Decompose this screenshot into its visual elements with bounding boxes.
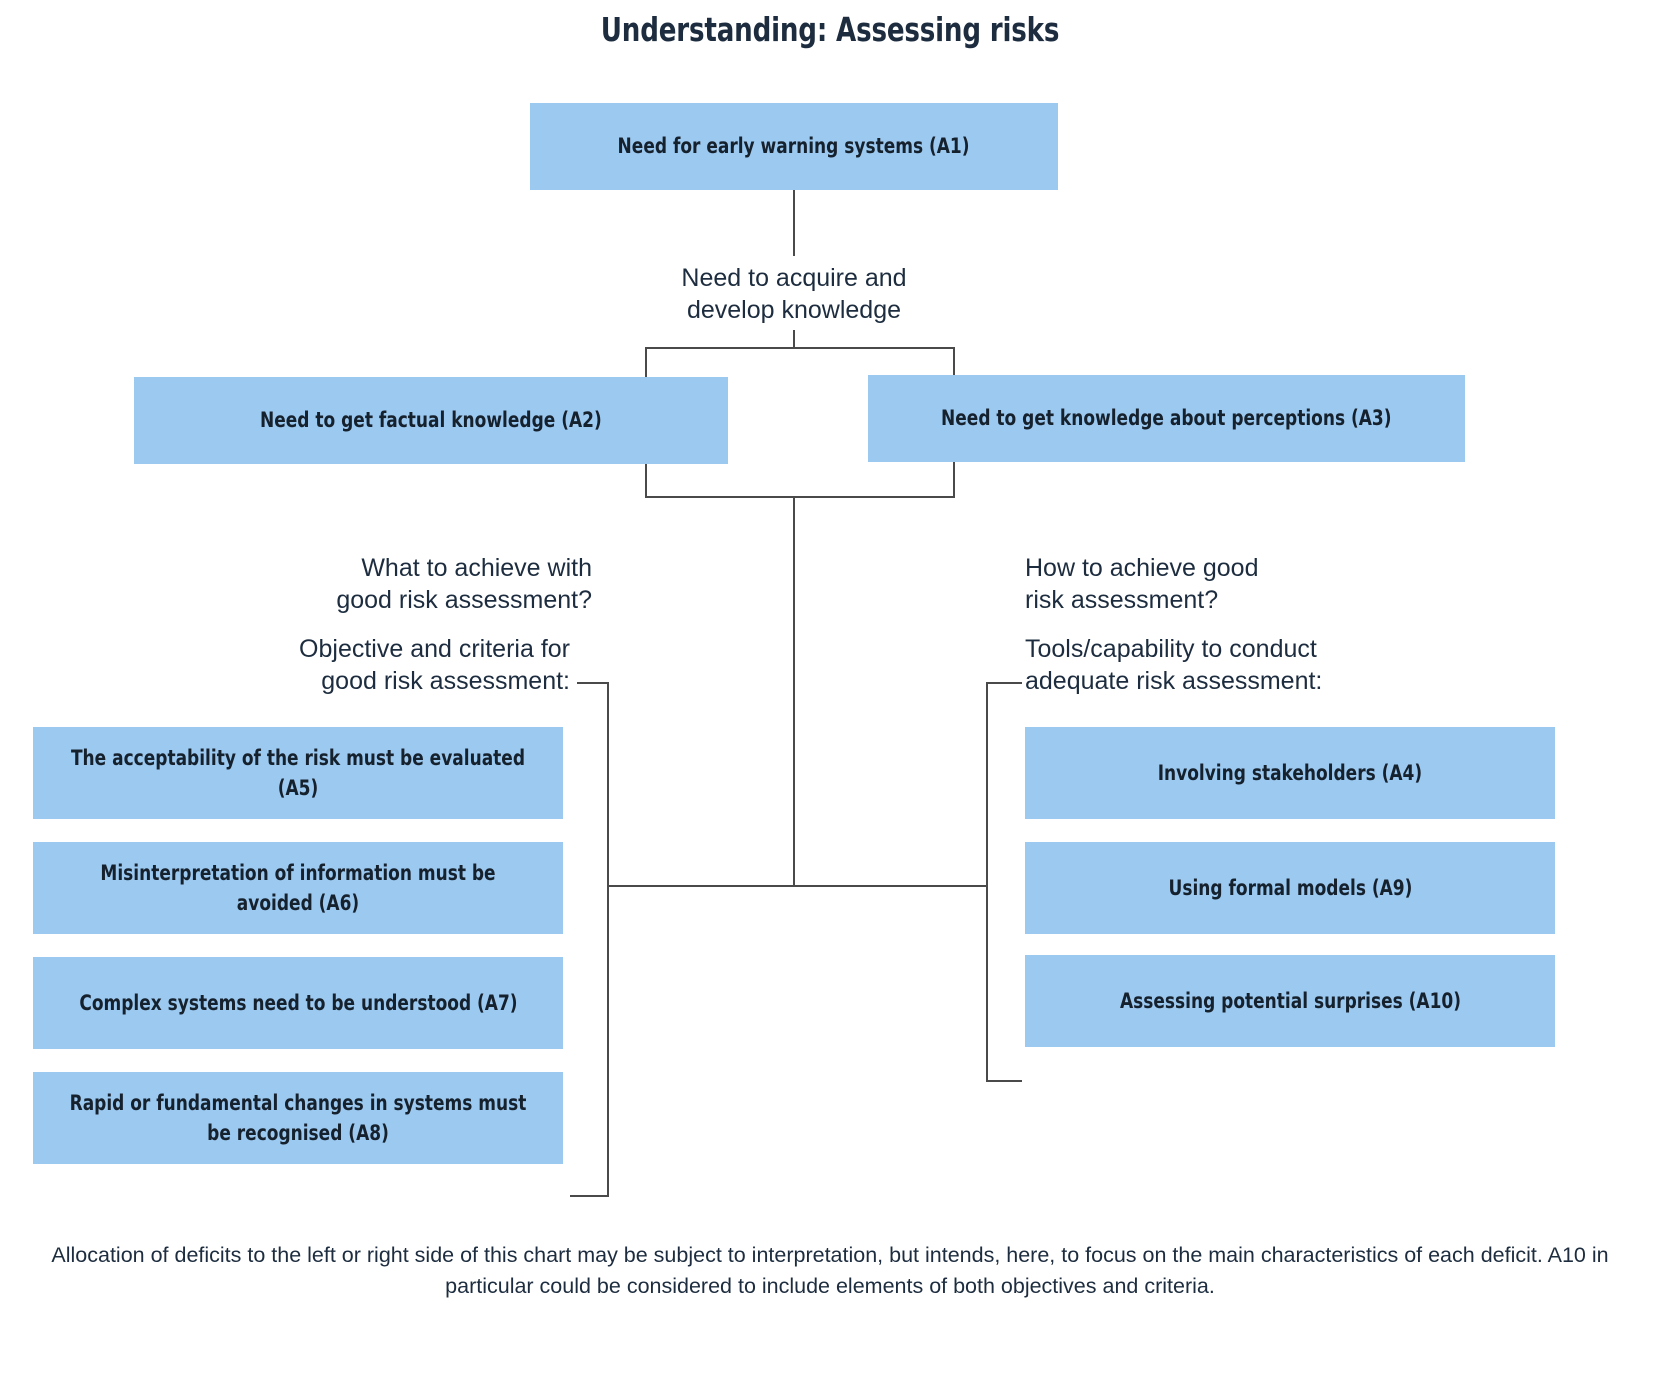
node-a7-label: Complex systems need to be understood (A…	[78, 990, 518, 1015]
node-a3-label: Need to get knowledge about perceptions …	[941, 406, 1392, 431]
node-a10-label: Assessing potential surprises (A10)	[1119, 988, 1461, 1013]
connector-label-objective-criteria: Objective and criteria for good risk ass…	[299, 635, 570, 695]
footer-note: Allocation of deficits to the left or ri…	[51, 1243, 1609, 1298]
connector-left-bracket-stub	[577, 682, 609, 684]
node-a3[interactable]: Need to get knowledge about perceptions …	[868, 375, 1465, 462]
connector-merge-bottom	[645, 496, 955, 498]
connector-left-bracket-foot	[570, 1195, 609, 1197]
node-a2[interactable]: Need to get factual knowledge (A2)	[134, 377, 728, 464]
connector-split-top	[645, 347, 955, 349]
node-a1-label: Need for early warning systems (A1)	[618, 134, 970, 159]
connector-a1-stem	[793, 190, 795, 256]
connector-left-bracket-spine	[607, 682, 609, 1197]
connector-label-tools-capability: Tools/capability to conduct adequate ris…	[1025, 635, 1323, 695]
node-a2-label: Need to get factual knowledge (A2)	[260, 408, 602, 433]
connector-label-what-question: What to achieve with good risk assessmen…	[336, 554, 592, 614]
connector-a3-down	[953, 462, 955, 498]
page-title: Understanding: Assessing risks	[600, 10, 1060, 49]
connector-right-bracket-stub	[986, 682, 1022, 684]
connector-right-bracket-spine	[986, 682, 988, 1082]
connector-a2-down	[645, 464, 647, 498]
connector-central-trunk	[793, 496, 795, 886]
node-a9-label: Using formal models (A9)	[1168, 875, 1412, 900]
connector-right-bracket-foot	[986, 1080, 1022, 1082]
connector-branch-right-a3	[953, 347, 955, 377]
node-a7[interactable]: Complex systems need to be understood (A…	[33, 957, 563, 1049]
node-a6-label: Misinterpretation of information must be…	[100, 860, 496, 915]
node-a5-label: The acceptability of the risk must be ev…	[70, 745, 526, 800]
node-a9[interactable]: Using formal models (A9)	[1025, 842, 1555, 934]
node-a10[interactable]: Assessing potential surprises (A10)	[1025, 955, 1555, 1047]
connector-acquire-stem	[793, 330, 795, 348]
connector-branch-left-a2	[645, 347, 647, 377]
node-a8[interactable]: Rapid or fundamental changes in systems …	[33, 1072, 563, 1164]
node-a1[interactable]: Need for early warning systems (A1)	[530, 103, 1058, 190]
node-a5[interactable]: The acceptability of the risk must be ev…	[33, 727, 563, 819]
node-a4-label: Involving stakeholders (A4)	[1157, 760, 1423, 785]
node-a4[interactable]: Involving stakeholders (A4)	[1025, 727, 1555, 819]
connector-label-how-question: How to achieve good risk assessment?	[1025, 554, 1259, 614]
connector-distributor	[607, 885, 987, 887]
node-a8-label: Rapid or fundamental changes in systems …	[69, 1090, 527, 1145]
node-a6[interactable]: Misinterpretation of information must be…	[33, 842, 563, 934]
connector-label-acquire: Need to acquire and develop knowledge	[681, 264, 907, 324]
